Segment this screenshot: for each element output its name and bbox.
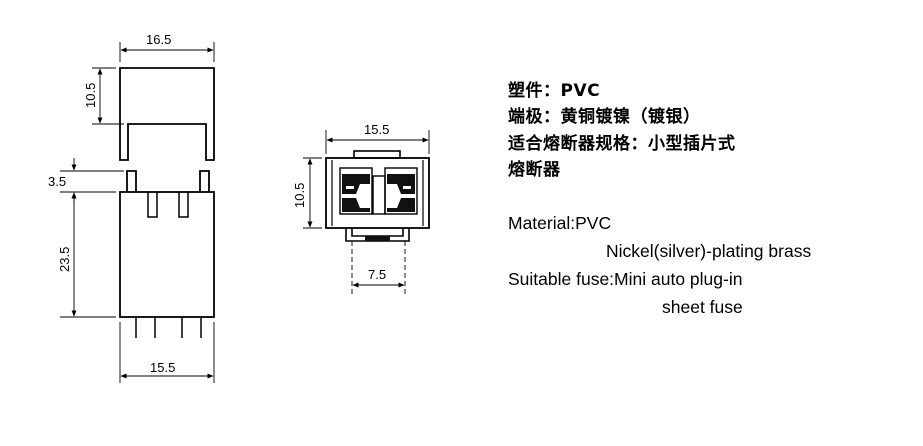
spec-en-suitable-fuse: Suitable fuse:Mini auto plug-in (508, 269, 743, 289)
inner-terminal-left (147, 192, 158, 218)
dim-mid-height: 10.5 (292, 183, 307, 208)
spec-cn-fuse-type-cont: 熔断器 (508, 160, 561, 180)
terminal-highlights (346, 186, 411, 189)
left-view (119, 67, 215, 338)
body-tab-left (126, 170, 137, 192)
dim-left-pin-gap: 3.5 (48, 174, 66, 189)
spec-cn-fuse-type: 适合熔断器规格：小型插片式 (508, 134, 736, 154)
dim-mid-width: 15.5 (364, 122, 389, 137)
cavity-left (339, 167, 373, 215)
dim-left-top-width: 16.5 (146, 32, 171, 47)
pins (135, 317, 202, 338)
middle-view (325, 150, 430, 242)
body-outline (119, 191, 215, 318)
middle-dimensions (303, 130, 430, 297)
spec-en-material: Material:PVC (508, 213, 612, 233)
spec-cn-material: 塑件：PVC (508, 81, 601, 101)
spec-en-plating: Nickel(silver)-plating brass (606, 241, 812, 261)
left-dimensions (60, 42, 215, 383)
dim-left-bottom-width: 15.5 (150, 360, 175, 375)
center-divider (372, 175, 386, 215)
spec-cn-terminal: 端极：黄铜镀镍（镀银） (508, 107, 701, 127)
dim-left-cap-height: 10.5 (83, 83, 98, 108)
dim-mid-pin-span: 7.5 (368, 267, 386, 282)
body-tab-right (199, 170, 210, 192)
top-tab (353, 150, 401, 159)
terminal-fills (342, 174, 415, 241)
spec-en-suitable-fuse-cont: sheet fuse (662, 297, 743, 317)
inner-terminal-right (178, 192, 189, 218)
dim-left-body-height: 23.5 (57, 247, 72, 272)
housing-outer (325, 157, 430, 229)
cap-outline (119, 67, 215, 161)
